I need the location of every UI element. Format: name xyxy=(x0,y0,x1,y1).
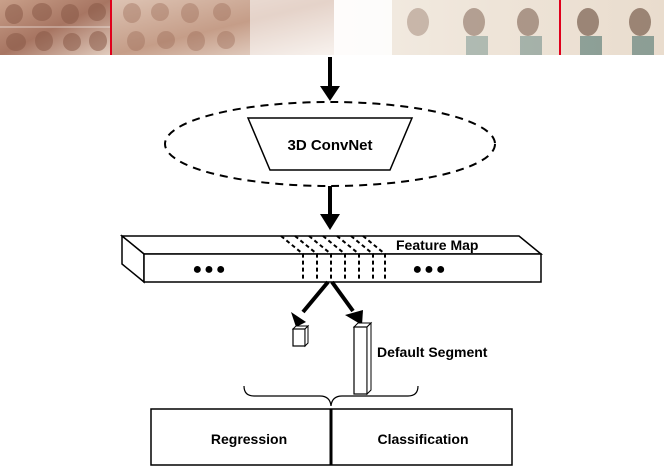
default-segment-label: Default Segment xyxy=(377,344,488,360)
input-arrow xyxy=(320,57,340,101)
frame-thumbnail xyxy=(463,8,485,36)
clip-2-fade xyxy=(250,0,334,55)
frame-thumbnail xyxy=(217,31,235,49)
dashed-slice xyxy=(308,235,332,282)
dashed-slice xyxy=(336,235,360,282)
frame-thumbnail xyxy=(517,8,539,36)
segment-arrows xyxy=(291,280,363,327)
default-segment-bar xyxy=(352,321,373,396)
input-frames-strip xyxy=(0,0,664,55)
frame-thumbnail xyxy=(88,3,106,21)
frame-thumbnail xyxy=(213,3,231,21)
convnet-label: 3D ConvNet xyxy=(287,137,372,154)
feature-map-dashed-cells xyxy=(280,235,386,282)
feature-map: ●●● ●●● Feature Map xyxy=(119,234,544,284)
frame-thumbnail xyxy=(157,31,175,49)
arrowhead xyxy=(345,310,363,325)
classification-label: Classification xyxy=(377,431,468,447)
output-box: Regression Classification xyxy=(150,408,513,466)
feature-map-front-face xyxy=(143,253,542,283)
short-segment xyxy=(291,324,310,348)
frame-thumbnail xyxy=(187,31,205,51)
clip-divider-1 xyxy=(110,0,112,55)
frame-thumbnail xyxy=(407,8,429,36)
clip-divider-2 xyxy=(559,0,561,55)
clip-2-frames xyxy=(123,3,235,51)
arrow-to-tall-segment xyxy=(330,280,355,313)
clip-1-frames xyxy=(5,3,107,51)
frame-thumbnail xyxy=(35,31,53,51)
frame-thumbnail xyxy=(89,31,107,51)
feature-arrow xyxy=(320,186,340,230)
feature-map-left-ellipsis: ●●● xyxy=(193,261,228,278)
dashed-slice xyxy=(350,235,374,282)
frame-thumbnail xyxy=(127,31,145,51)
convnet-trapezoid xyxy=(246,117,414,171)
arrow-to-short-segment xyxy=(301,280,330,314)
dashed-slice xyxy=(362,235,386,282)
regression-label: Regression xyxy=(211,431,287,447)
clip-2 xyxy=(112,0,334,55)
convnet-dashed-boundary xyxy=(164,101,496,187)
frame-thumbnail xyxy=(5,4,23,24)
feature-map-label: Feature Map xyxy=(396,237,478,253)
clip-3-fade xyxy=(334,0,392,55)
frame-thumbnail xyxy=(123,3,141,23)
frame-thumbnail xyxy=(580,36,602,55)
clip-3 xyxy=(334,0,664,55)
feature-map-right-ellipsis: ●●● xyxy=(413,261,448,278)
convnet-block: 3D ConvNet xyxy=(164,101,496,187)
frame-thumbnail xyxy=(151,3,169,21)
frame-thumbnail xyxy=(63,33,81,51)
frame-thumbnail xyxy=(632,36,654,55)
clip-1 xyxy=(0,0,111,55)
frame-thumbnail xyxy=(520,36,542,55)
frame-thumbnail xyxy=(466,36,488,55)
clip-3-frames xyxy=(407,8,654,55)
frame-thumbnail xyxy=(6,33,26,51)
arrowhead xyxy=(291,312,306,327)
dashed-slice xyxy=(322,235,346,282)
frame-thumbnail xyxy=(629,8,651,36)
frame-thumbnail xyxy=(61,4,79,24)
frame-thumbnail xyxy=(32,3,52,21)
dashed-slice xyxy=(280,235,304,282)
frame-thumbnail xyxy=(577,8,599,36)
frame-thumbnail xyxy=(181,3,199,23)
dashed-slice xyxy=(294,235,318,282)
output-brace xyxy=(243,385,419,407)
